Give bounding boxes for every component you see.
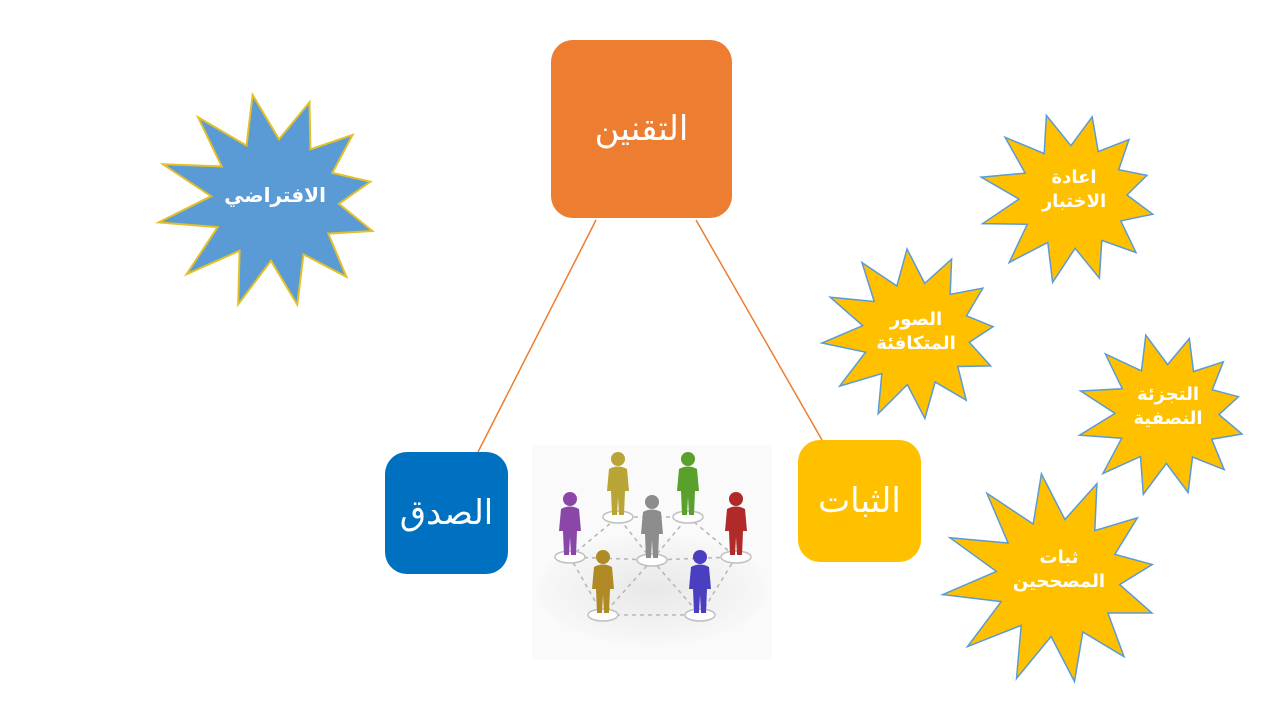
star-split-label: التجزئة النصفية (1108, 383, 1228, 432)
validity-box: الصدق (385, 452, 508, 574)
person-figure (684, 550, 716, 622)
root-label: التقنين (594, 109, 689, 149)
person-figure (720, 492, 752, 564)
reliability-label: الثبات (818, 481, 901, 521)
star-split-line-1: التجزئة (1136, 384, 1200, 405)
star-parallel-line-2: المتكافئة (876, 333, 956, 355)
person-figure (554, 492, 586, 564)
connector-root-reliability (695, 219, 823, 441)
reliability-box: الثبات (798, 440, 921, 562)
star-parallel-label: الصور المتكافئة (852, 308, 980, 357)
star-hypothetical-label: الافتراضي (205, 182, 345, 209)
star-split-half (1077, 333, 1244, 497)
star-retest-line-1: اعادة (1051, 167, 1097, 188)
star-rater-line-2: المصححين (1012, 571, 1106, 593)
person-figure (672, 452, 704, 524)
root-box-standardization: التقنين (551, 40, 732, 218)
connector-root-validity (477, 219, 597, 453)
person-figure (636, 495, 668, 567)
star-rater-label: ثبات المصححين (995, 546, 1123, 595)
star-retest-line-2: الاختبار (1041, 191, 1107, 213)
star-retest (978, 113, 1155, 285)
person-figure (587, 550, 619, 622)
star-inter-rater (939, 471, 1155, 684)
star-hypothetical-line-1: الافتراضي (224, 183, 326, 207)
star-parallel-forms (819, 246, 995, 421)
star-hypothetical (154, 91, 376, 308)
star-split-line-2: النصفية (1133, 408, 1203, 430)
star-rater-line-1: ثبات (1039, 547, 1079, 568)
people-network-icon (532, 445, 772, 660)
star-retest-label: اعادة الاختبار (1010, 166, 1138, 215)
validity-label: الصدق (399, 493, 494, 533)
person-figure (602, 452, 634, 524)
star-parallel-line-1: الصور (889, 309, 943, 330)
